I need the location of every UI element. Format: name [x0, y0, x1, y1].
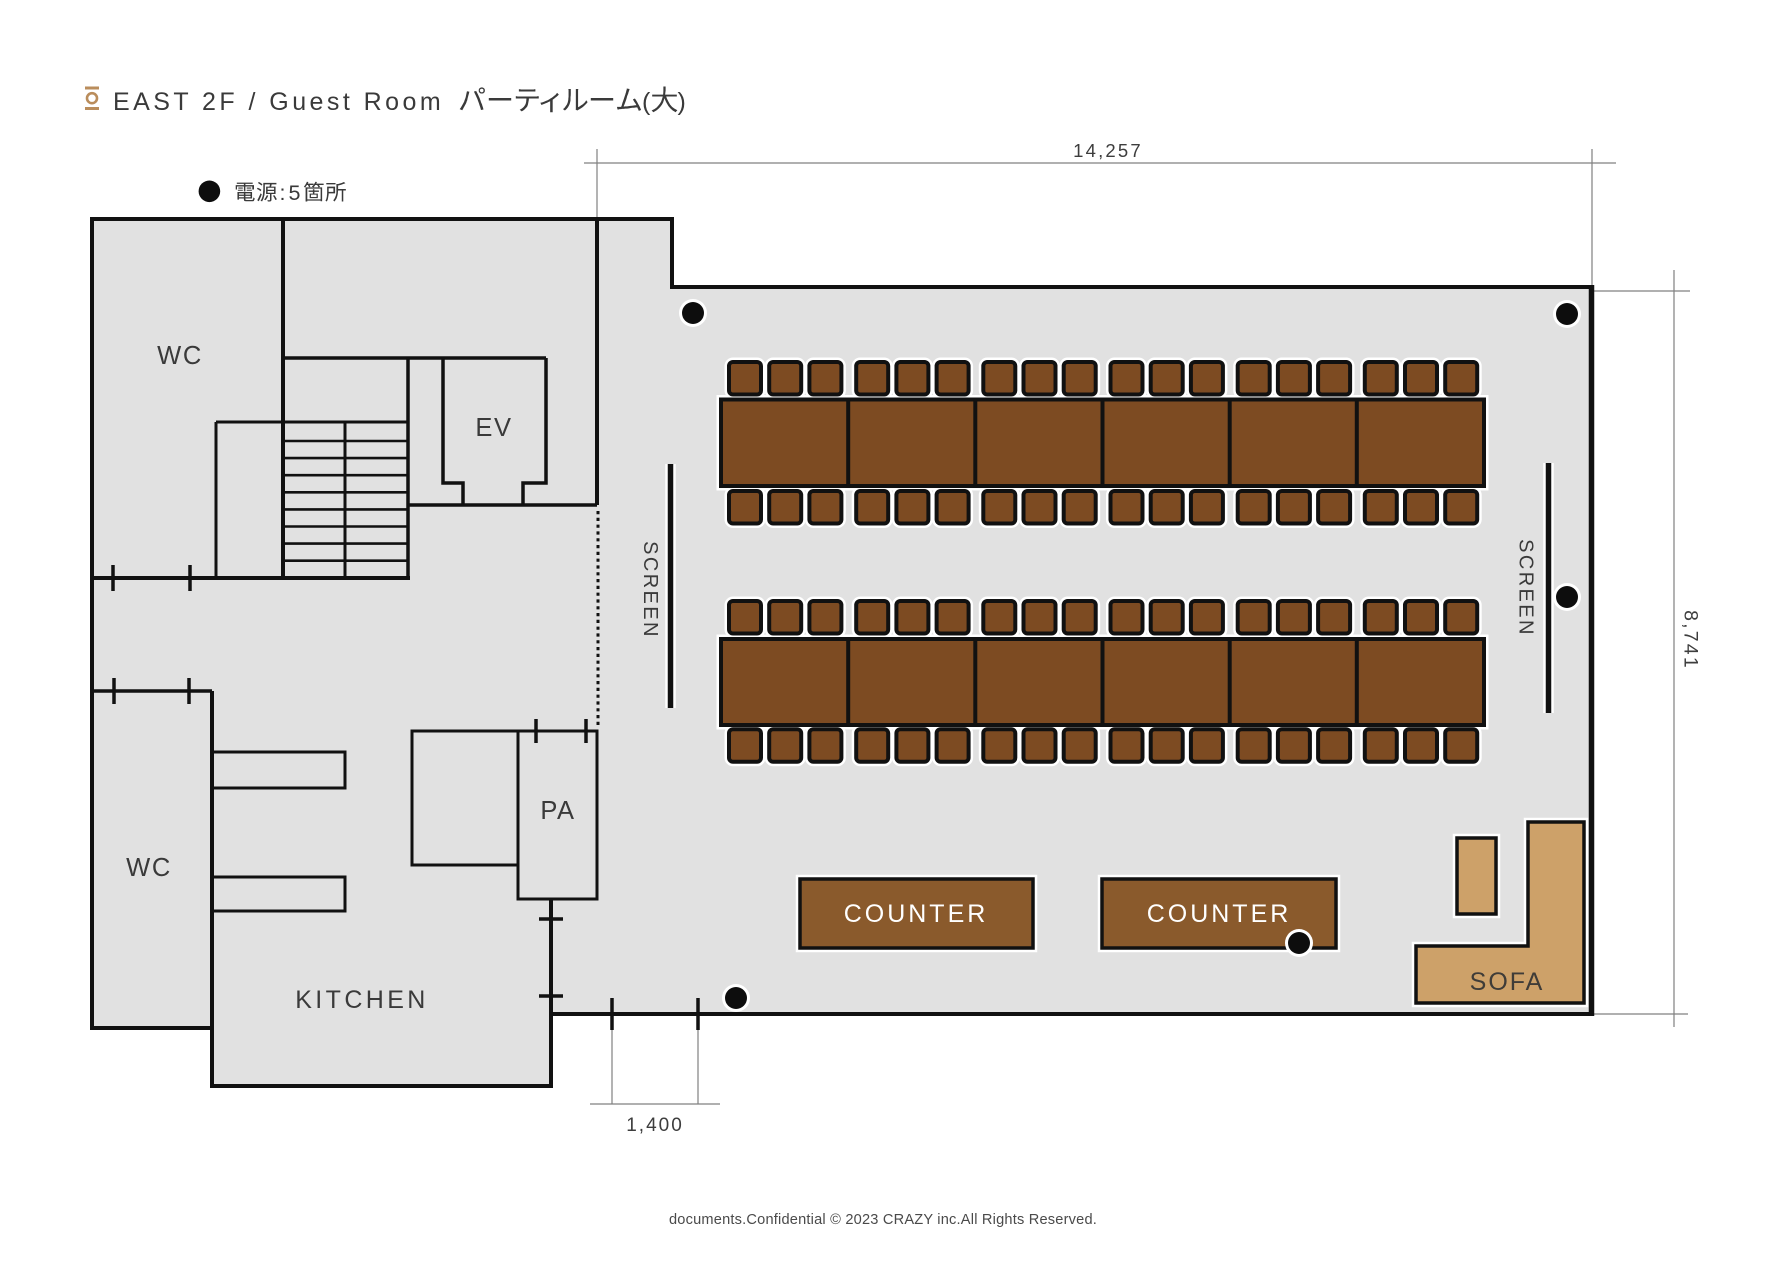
svg-text:): ) [678, 88, 686, 116]
svg-text:WC: WC [126, 854, 172, 882]
svg-text:14,257: 14,257 [1073, 140, 1143, 161]
svg-text:COUNTER: COUNTER [1147, 900, 1292, 928]
svg-text:SCREEN: SCREEN [1515, 539, 1537, 637]
svg-text:SCREEN: SCREEN [639, 541, 661, 639]
svg-text:1,400: 1,400 [626, 1115, 684, 1136]
svg-text:(: ( [642, 88, 651, 116]
svg-text:SOFA: SOFA [1470, 968, 1545, 996]
svg-text:COUNTER: COUNTER [844, 900, 989, 928]
svg-text:PA: PA [540, 797, 575, 825]
svg-text:WC: WC [157, 342, 203, 370]
svg-text:5: 5 [289, 181, 301, 205]
svg-text:8,741: 8,741 [1680, 610, 1702, 670]
svg-text:KITCHEN: KITCHEN [295, 986, 429, 1014]
svg-text:EAST 2F / Guest Room: EAST 2F / Guest Room [113, 88, 444, 116]
svg-text:documents.Confidential © 2023: documents.Confidential © 2023 CRAZY inc.… [669, 1212, 1097, 1228]
svg-text::: : [280, 181, 286, 205]
svg-text:EV: EV [475, 414, 512, 442]
